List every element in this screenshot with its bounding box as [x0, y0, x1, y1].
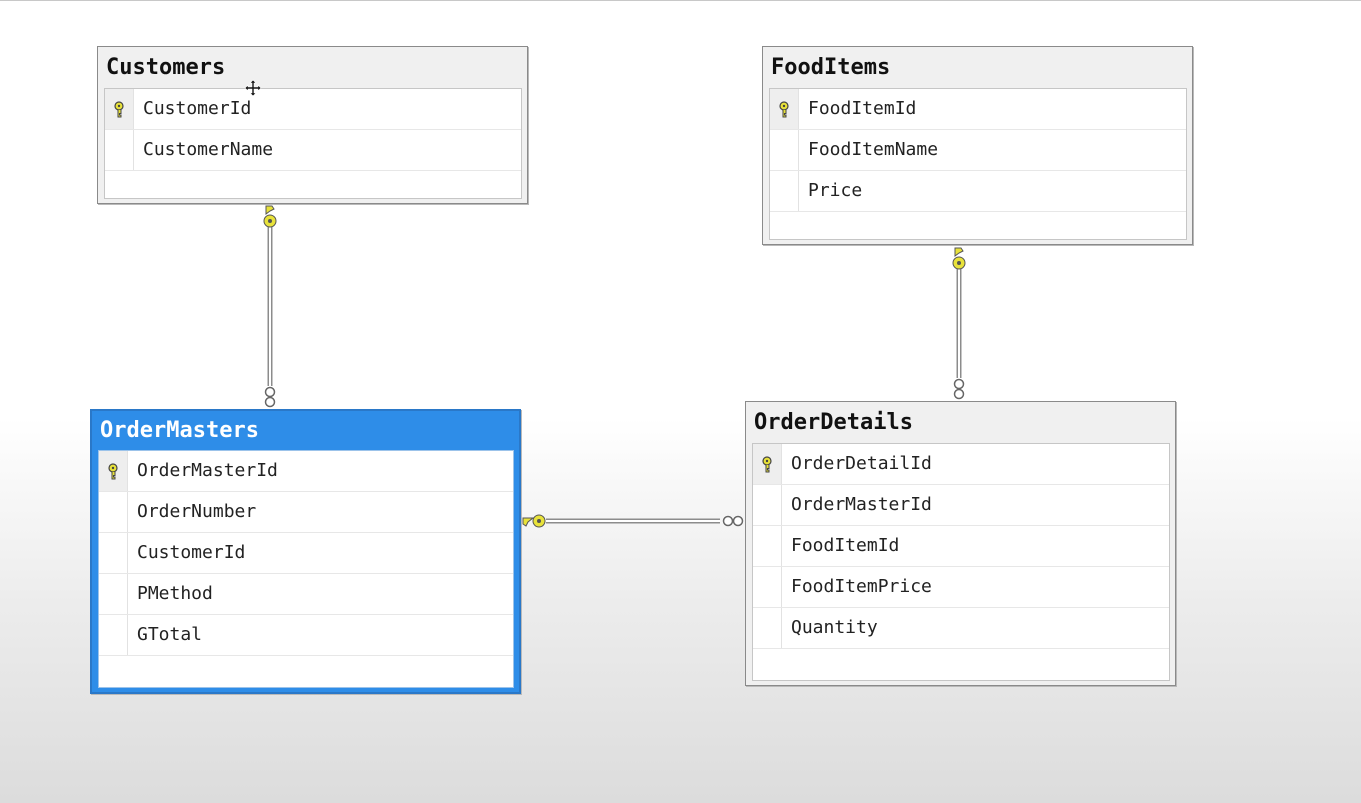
- row-selector[interactable]: [770, 171, 799, 211]
- column-row[interactable]: Quantity: [753, 608, 1169, 649]
- table-fooditems[interactable]: FoodItems FoodItemId FoodItemName Price: [762, 46, 1193, 245]
- column-list: CustomerId CustomerName: [104, 88, 522, 199]
- column-name: CustomerId: [137, 542, 246, 563]
- column-row[interactable]: PMethod: [99, 574, 513, 615]
- column-row[interactable]: CustomerId: [99, 533, 513, 574]
- column-row[interactable]: OrderMasterId: [753, 485, 1169, 526]
- primary-key-icon: [108, 463, 118, 480]
- row-selector[interactable]: [99, 533, 128, 573]
- column-name: FoodItemId: [808, 98, 917, 119]
- row-selector[interactable]: [753, 485, 782, 525]
- column-list: OrderMasterId OrderNumber CustomerId PMe…: [98, 450, 514, 688]
- row-selector[interactable]: [770, 130, 799, 170]
- column-row[interactable]: CustomerId: [105, 89, 521, 130]
- many-end-infinity-icon: [953, 378, 965, 400]
- table-ordermasters[interactable]: OrderMasters OrderMasterId OrderNumber C…: [90, 409, 521, 694]
- table-title[interactable]: Customers: [106, 55, 226, 80]
- row-selector[interactable]: [753, 608, 782, 648]
- relationship-fooditems-orderdetails[interactable]: [952, 247, 966, 400]
- one-end-key-icon: [952, 247, 966, 270]
- column-row[interactable]: FoodItemPrice: [753, 567, 1169, 608]
- primary-key-icon: [762, 456, 772, 473]
- table-title[interactable]: FoodItems: [771, 55, 891, 80]
- column-name: CustomerName: [143, 139, 274, 160]
- column-name: FoodItemPrice: [791, 576, 932, 597]
- column-row[interactable]: OrderDetailId: [753, 444, 1169, 485]
- relationship-ordermasters-orderdetails[interactable]: [522, 514, 744, 528]
- many-end-infinity-icon: [264, 386, 276, 408]
- row-selector[interactable]: [99, 492, 128, 532]
- column-name: OrderMasterId: [791, 494, 932, 515]
- column-name: OrderDetailId: [791, 453, 932, 474]
- column-name: Quantity: [791, 617, 878, 638]
- table-customers[interactable]: Customers CustomerId CustomerName: [97, 46, 528, 204]
- row-selector[interactable]: [753, 526, 782, 566]
- many-end-infinity-icon: [722, 515, 744, 527]
- primary-key-icon: [114, 101, 124, 118]
- column-row[interactable]: CustomerName: [105, 130, 521, 171]
- column-name: Price: [808, 180, 863, 201]
- table-orderdetails[interactable]: OrderDetails OrderDetailId OrderMasterId…: [745, 401, 1176, 686]
- one-end-key-icon: [522, 514, 546, 528]
- row-selector[interactable]: [753, 567, 782, 607]
- column-name: CustomerId: [143, 98, 252, 119]
- move-cursor-icon: [244, 79, 262, 97]
- column-row[interactable]: OrderNumber: [99, 492, 513, 533]
- top-border: [0, 0, 1361, 1]
- row-selector[interactable]: [105, 130, 134, 170]
- column-name: PMethod: [137, 583, 213, 604]
- row-selector[interactable]: [99, 615, 128, 655]
- column-row[interactable]: FoodItemId: [770, 89, 1186, 130]
- column-row[interactable]: FoodItemName: [770, 130, 1186, 171]
- table-title[interactable]: OrderMasters: [100, 418, 259, 443]
- column-list: OrderDetailId OrderMasterId FoodItemId F…: [752, 443, 1170, 681]
- row-selector[interactable]: [99, 574, 128, 614]
- column-row[interactable]: Price: [770, 171, 1186, 212]
- column-name: GTotal: [137, 624, 203, 645]
- relationship-customers-ordermasters[interactable]: [263, 205, 277, 408]
- table-title[interactable]: OrderDetails: [754, 410, 913, 435]
- column-name: FoodItemId: [791, 535, 900, 556]
- column-row[interactable]: GTotal: [99, 615, 513, 656]
- column-name: OrderNumber: [137, 501, 257, 522]
- primary-key-icon: [779, 101, 789, 118]
- column-row[interactable]: OrderMasterId: [99, 451, 513, 492]
- column-name: FoodItemName: [808, 139, 939, 160]
- column-row[interactable]: FoodItemId: [753, 526, 1169, 567]
- column-list: FoodItemId FoodItemName Price: [769, 88, 1187, 240]
- column-name: OrderMasterId: [137, 460, 278, 481]
- one-end-key-icon: [263, 205, 277, 228]
